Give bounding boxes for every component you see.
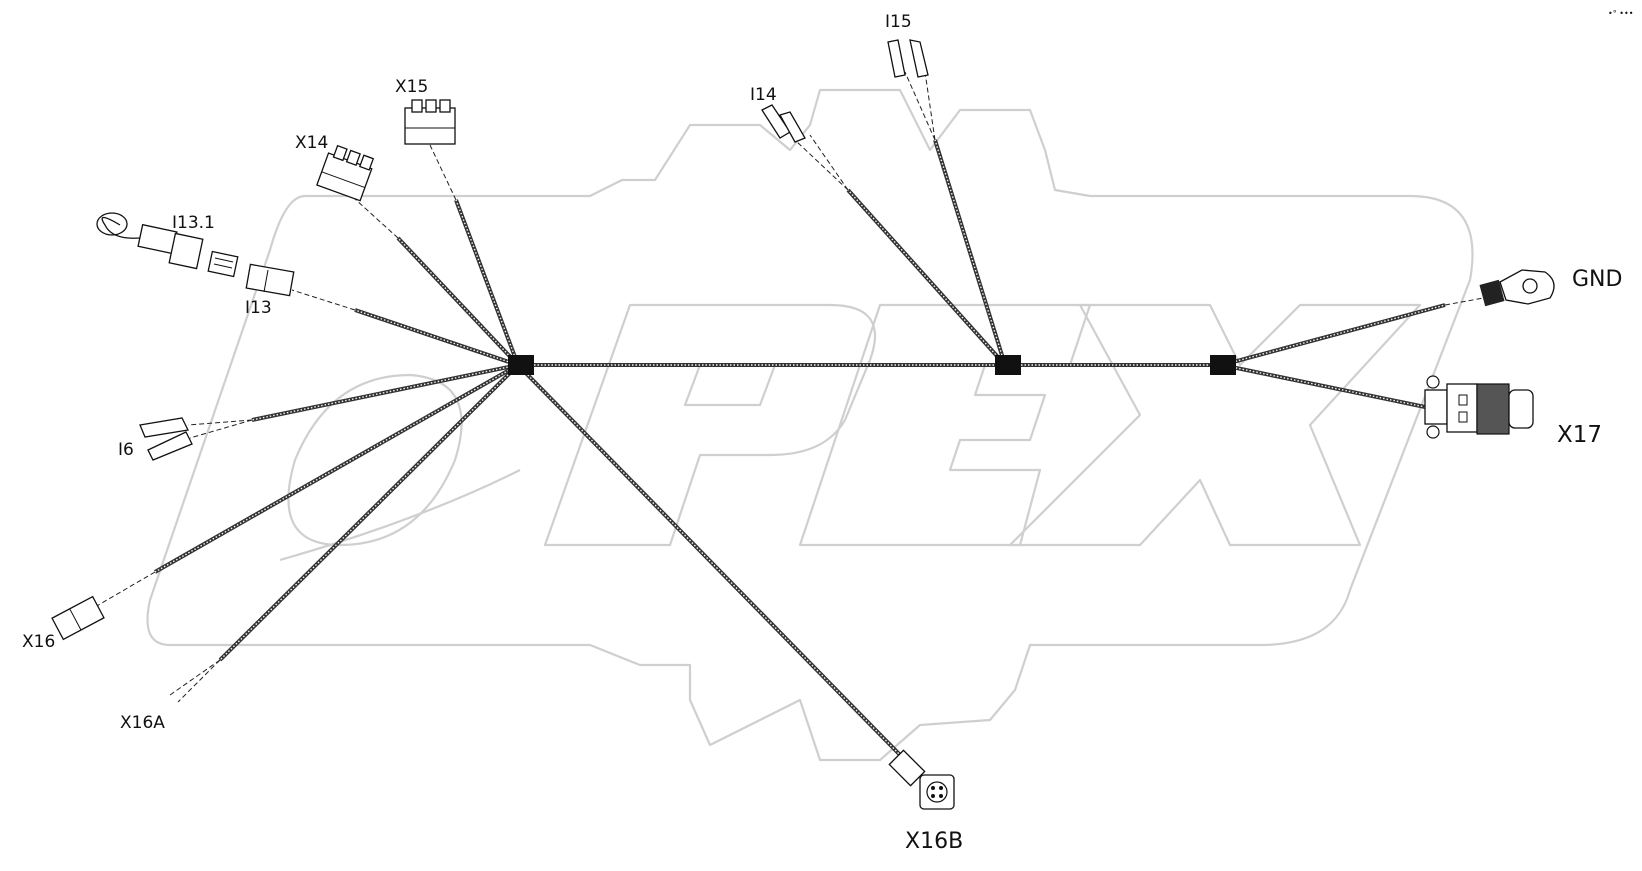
terminals-i6 [139, 417, 193, 461]
ring-terminal-i13-1 [96, 212, 204, 270]
junction-middle [995, 355, 1021, 375]
connector-x16 [51, 595, 105, 641]
branch-x15 [429, 144, 520, 366]
terminals-i14 [761, 104, 806, 143]
connector-i13 [245, 263, 295, 297]
label-gnd: GND [1572, 267, 1622, 292]
branch-x17 [1221, 363, 1431, 410]
branch-x16a [169, 363, 520, 703]
label-x16b: X16B [905, 829, 963, 854]
terminals-i15 [887, 39, 929, 78]
label-i15: I15 [885, 12, 912, 32]
connector-x15 [404, 99, 456, 145]
inner-ring [287, 373, 463, 547]
opex-swoosh [279, 469, 521, 562]
branch-i14 [794, 134, 1007, 367]
branch-x14 [344, 189, 520, 367]
label-i6: I6 [118, 440, 134, 460]
letter-p [543, 303, 877, 547]
branch-i13 [291, 289, 519, 367]
junction-main [508, 355, 534, 375]
label-i13: I13 [245, 298, 272, 318]
label-i14: I14 [750, 85, 777, 105]
label-i13-1: I13.1 [172, 213, 215, 233]
ground-ring-terminal [1479, 269, 1555, 307]
connector-x14 [316, 144, 375, 202]
branch-x16b [516, 363, 907, 762]
branch-i6 [187, 363, 519, 439]
label-x15: X15 [395, 77, 428, 97]
branch-x16 [94, 363, 519, 608]
connector-x16b [888, 749, 955, 810]
branch-i15 [904, 71, 1007, 366]
branch-gnd [1221, 294, 1501, 367]
letter-x [1008, 303, 1422, 547]
connector-x17 [1424, 375, 1534, 439]
junction-right [1210, 355, 1236, 375]
gear-outline [146, 88, 1474, 762]
label-x16: X16 [22, 632, 55, 652]
label-x17: X17 [1557, 422, 1602, 448]
label-x16a: X16A [120, 713, 165, 733]
corner-mark: •° ••• [1608, 9, 1633, 18]
label-x14: X14 [295, 133, 328, 153]
inline-plug-i13 [207, 250, 239, 278]
